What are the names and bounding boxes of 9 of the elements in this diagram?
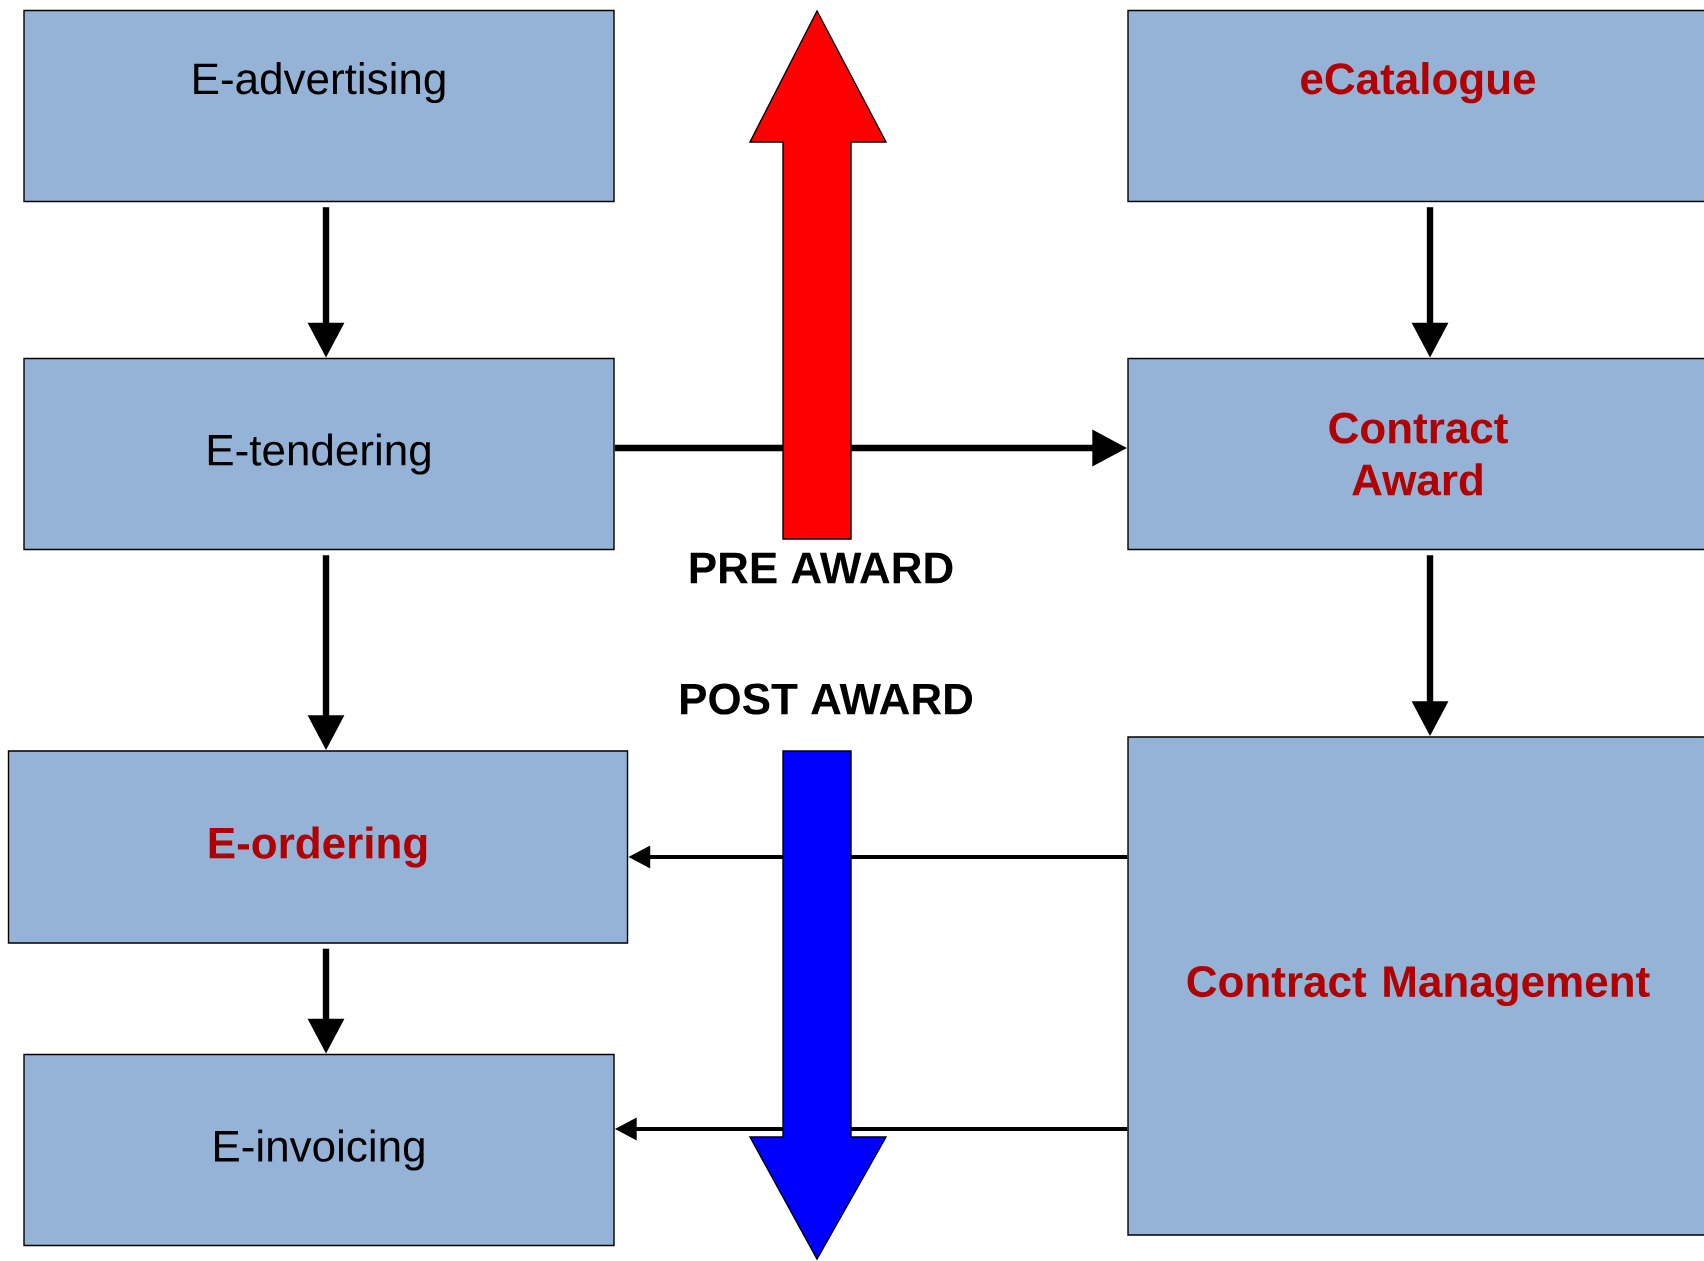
process-box: Contract Management — [1127, 736, 1704, 1236]
process-box: E-invoicing — [23, 1053, 615, 1247]
phase-label: POST AWARD — [681, 683, 973, 715]
process-box: E-advertising — [23, 9, 615, 203]
process-box: E-ordering — [7, 750, 629, 944]
process-box: E-tendering — [23, 357, 615, 551]
process-box: Contract Award — [1127, 357, 1704, 551]
process-box: eCatalogue — [1127, 9, 1704, 203]
phase-label: PRE AWARD — [690, 552, 953, 584]
